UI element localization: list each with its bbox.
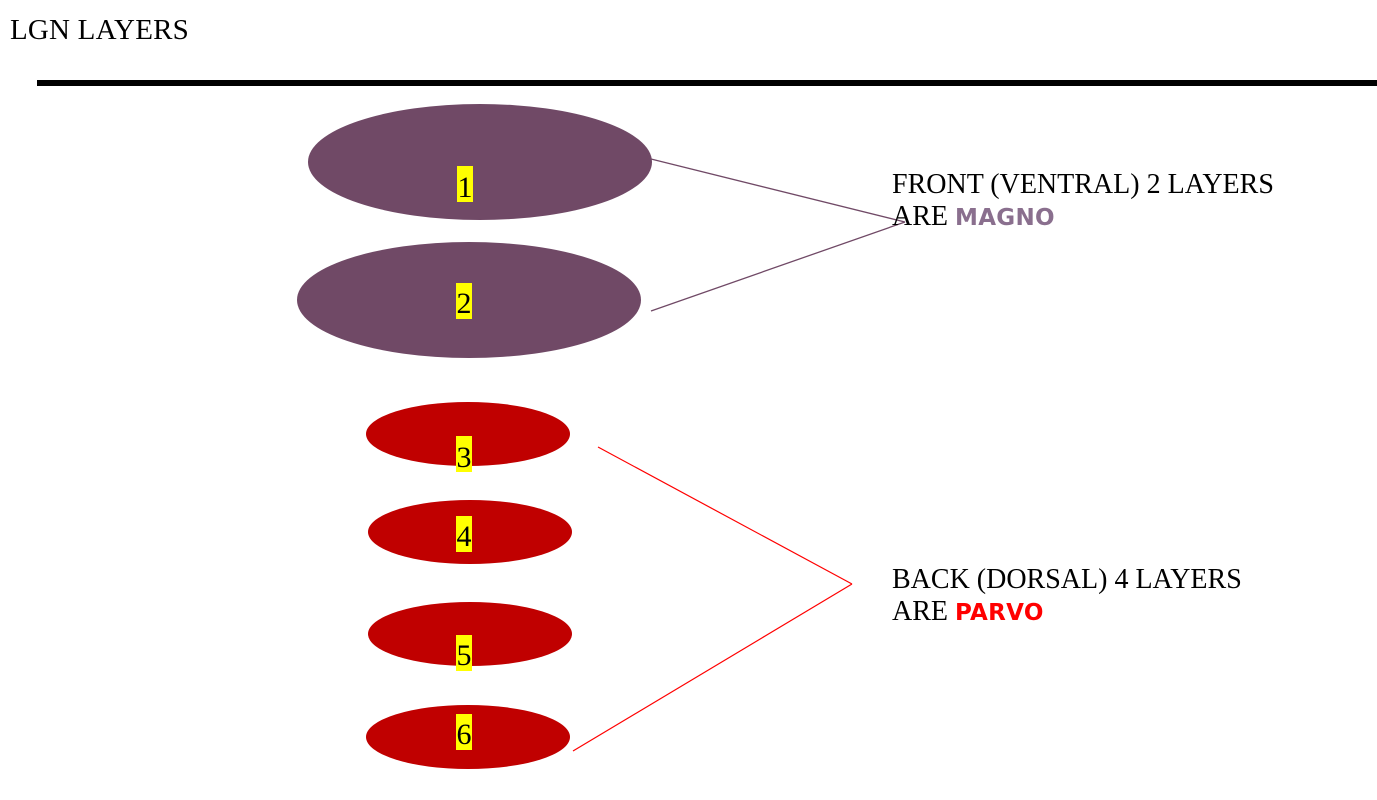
layer-3-ellipse <box>366 402 570 466</box>
parvo-keyword: PARVO <box>955 600 1044 626</box>
parvo-description-line-2: ARE PARVO <box>892 596 1242 629</box>
layer-6-label-highlight <box>456 714 472 750</box>
layer-5: 5 <box>368 602 572 672</box>
connector-line-layer-2 <box>650 221 906 312</box>
magno-keyword: MAGNO <box>955 205 1055 231</box>
layer-2: 2 <box>297 242 641 358</box>
parvo-description-line-1: BACK (DORSAL) 4 LAYERS <box>892 564 1242 595</box>
title-divider <box>37 80 1377 86</box>
parvo-bracket <box>572 446 853 752</box>
layer-6-label: 6 <box>457 718 472 751</box>
magno-description-line-1: FRONT (VENTRAL) 2 LAYERS <box>892 169 1274 200</box>
layer-1-label-highlight <box>457 166 473 202</box>
magno-description-line-2: ARE MAGNO <box>892 201 1274 234</box>
layer-1-ellipse <box>308 104 652 220</box>
layer-3-label: 3 <box>457 441 472 474</box>
layer-4-label-highlight <box>456 516 472 552</box>
layer-2-label-highlight <box>456 283 472 319</box>
connector-line-layer-3 <box>597 446 853 585</box>
layer-1-label: 1 <box>458 171 473 204</box>
parvo-description: BACK (DORSAL) 4 LAYERS ARE PARVO <box>892 564 1242 629</box>
layer-4-label: 4 <box>457 520 472 553</box>
layer-3-label-highlight <box>456 436 472 472</box>
parvo-description-prefix: ARE <box>892 596 955 627</box>
connector-line-layer-6 <box>572 583 853 752</box>
connector-line-layer-1 <box>650 158 906 223</box>
magno-description-prefix: ARE <box>892 201 955 232</box>
magno-description: FRONT (VENTRAL) 2 LAYERS ARE MAGNO <box>892 169 1274 234</box>
slide-title: LGN LAYERS <box>10 14 189 46</box>
layer-5-label-highlight <box>456 635 472 671</box>
layer-3: 3 <box>366 402 570 474</box>
layer-2-label: 2 <box>457 287 472 320</box>
layer-5-label: 5 <box>457 639 472 672</box>
layer-6: 6 <box>366 705 570 769</box>
magno-bracket <box>650 158 906 312</box>
layer-1: 1 <box>308 104 652 220</box>
layer-5-ellipse <box>368 602 572 666</box>
layer-4: 4 <box>368 500 572 564</box>
